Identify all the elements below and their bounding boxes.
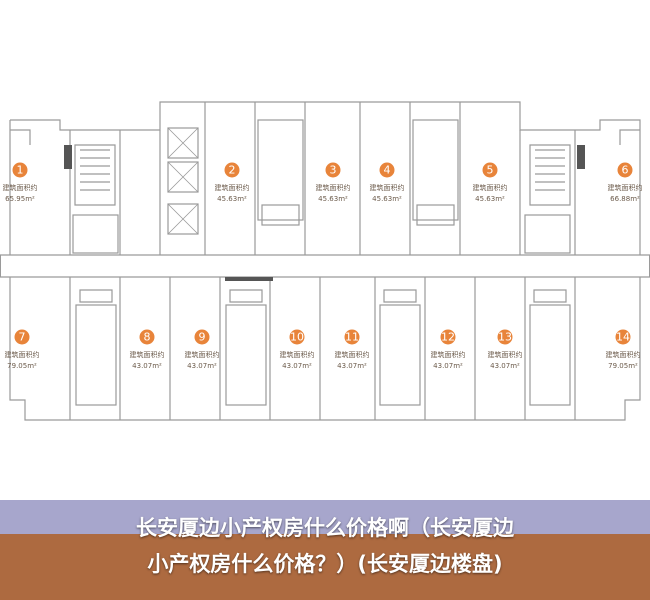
unit-3: 3 建筑面积约 45.63m² — [316, 162, 351, 203]
unit-number: 8 — [144, 331, 151, 344]
unit-area-value: 43.07m² — [490, 362, 520, 370]
unit-number: 11 — [345, 331, 359, 344]
unit-number: 3 — [330, 164, 337, 177]
unit-area-label: 建筑面积约 — [473, 183, 508, 192]
unit-area-value: 45.63m² — [217, 195, 247, 203]
floor-plan-walls — [0, 101, 650, 421]
unit-area-value: 79.05m² — [608, 362, 638, 370]
unit-number-badge — [440, 329, 456, 345]
unit-number-badge — [615, 329, 631, 345]
unit-area-label: 建筑面积约 — [185, 350, 220, 359]
unit-9: 9 建筑面积约 43.07m² — [185, 329, 220, 370]
unit-area-value: 45.63m² — [475, 195, 505, 203]
unit-area-value: 45.63m² — [372, 195, 402, 203]
unit-area-value: 43.07m² — [433, 362, 463, 370]
unit-number: 2 — [229, 164, 236, 177]
unit-14: 14 建筑面积约 79.05m² — [606, 329, 641, 370]
unit-number-badge — [224, 162, 240, 178]
unit-area-label: 建筑面积约 — [316, 183, 351, 192]
floor-plan: 1建筑面积约65.95m²2建筑面积约45.63m²3建筑面积约45.63m²4… — [0, 101, 650, 421]
unit-5: 5 建筑面积约 45.63m² — [473, 162, 508, 203]
unit-area-value: 43.07m² — [132, 362, 162, 370]
unit-area-value: 65.95m² — [5, 195, 35, 203]
unit-number-badge — [497, 329, 513, 345]
banner-caption: 长安厦边小产权房什么价格啊（长安厦边 小产权房什么价格？）(长安厦边楼盘) — [10, 510, 640, 582]
unit-number-badge — [325, 162, 341, 178]
unit-area-value: 66.88m² — [610, 195, 640, 203]
unit-area-label: 建筑面积约 — [606, 350, 641, 359]
unit-number: 10 — [290, 331, 304, 344]
unit-area-value: 43.07m² — [282, 362, 312, 370]
unit-number: 7 — [19, 331, 26, 344]
unit-number: 13 — [498, 331, 512, 344]
unit-area-label: 建筑面积约 — [335, 350, 370, 359]
unit-number-badge — [617, 162, 633, 178]
unit-area-label: 建筑面积约 — [215, 183, 250, 192]
unit-area-value: 43.07m² — [337, 362, 367, 370]
banner-top-band — [0, 500, 650, 534]
unit-area-label: 建筑面积约 — [431, 350, 466, 359]
unit-number: 14 — [616, 331, 630, 344]
caption-line-1: 长安厦边小产权房什么价格啊（长安厦边 — [136, 516, 514, 540]
unit-6: 6 建筑面积约 66.88m² — [608, 162, 643, 203]
unit-area-label: 建筑面积约 — [608, 183, 643, 192]
unit-number-badge — [482, 162, 498, 178]
unit-number: 6 — [622, 164, 629, 177]
unit-number-badge — [344, 329, 360, 345]
unit-number-badge — [194, 329, 210, 345]
unit-number: 9 — [199, 331, 206, 344]
unit-number-badge — [289, 329, 305, 345]
unit-number-badge — [379, 162, 395, 178]
caption-banner: 长安厦边小产权房什么价格啊（长安厦边 小产权房什么价格？）(长安厦边楼盘) — [0, 500, 650, 600]
caption-line-2: 小产权房什么价格？）(长安厦边楼盘) — [147, 552, 503, 576]
unit-area-label: 建筑面积约 — [3, 183, 38, 192]
unit-12: 12 建筑面积约 43.07m² — [431, 329, 466, 370]
unit-area-value: 79.05m² — [7, 362, 37, 370]
unit-area-label: 建筑面积约 — [130, 350, 165, 359]
unit-1: 1 建筑面积约 65.95m² — [3, 162, 38, 203]
banner-bottom-band — [0, 534, 650, 600]
unit-number: 4 — [384, 164, 391, 177]
unit-area-value: 43.07m² — [187, 362, 217, 370]
unit-number-badge — [14, 329, 30, 345]
unit-8: 8 建筑面积约 43.07m² — [130, 329, 165, 370]
unit-area-label: 建筑面积约 — [280, 350, 315, 359]
unit-number: 5 — [487, 164, 494, 177]
unit-11: 11 建筑面积约 43.07m² — [335, 329, 370, 370]
unit-number: 1 — [17, 164, 24, 177]
unit-area-label: 建筑面积约 — [488, 350, 523, 359]
unit-area-label: 建筑面积约 — [5, 350, 40, 359]
unit-2: 2 建筑面积约 45.63m² — [215, 162, 250, 203]
unit-13: 13 建筑面积约 43.07m² — [488, 329, 523, 370]
unit-4: 4 建筑面积约 45.63m² — [370, 162, 405, 203]
dark-wall-marks — [64, 145, 585, 281]
unit-10: 10 建筑面积约 43.07m² — [280, 329, 315, 370]
unit-area-label: 建筑面积约 — [370, 183, 405, 192]
unit-7: 7 建筑面积约 79.05m² — [5, 329, 40, 370]
unit-number-badge — [12, 162, 28, 178]
unit-area-value: 45.63m² — [318, 195, 348, 203]
unit-markers: 1建筑面积约65.95m²2建筑面积约45.63m²3建筑面积约45.63m²4… — [3, 162, 643, 370]
unit-number-badge — [139, 329, 155, 345]
unit-number: 12 — [441, 331, 455, 344]
